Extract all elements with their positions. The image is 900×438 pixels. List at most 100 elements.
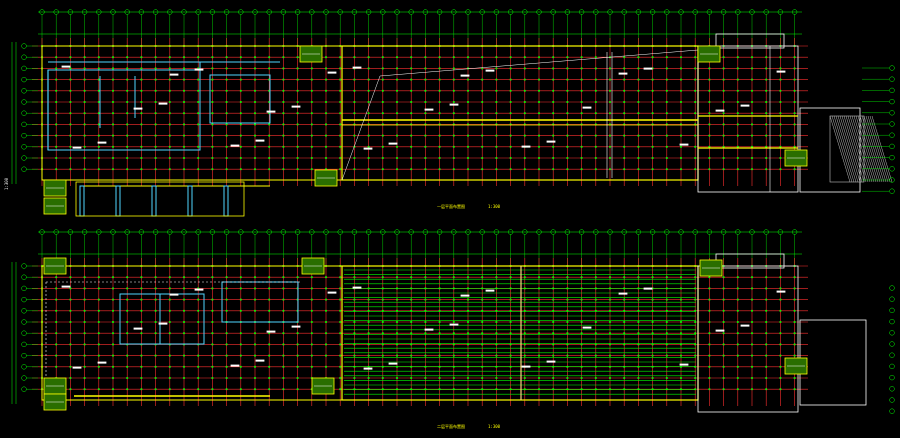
column-dot: [83, 89, 86, 92]
column-dot: [154, 287, 157, 290]
column-dot: [183, 56, 185, 59]
column-dot: [609, 388, 611, 391]
column-dot: [438, 298, 441, 301]
column-dot: [680, 354, 682, 357]
column-dot: [339, 276, 342, 279]
column-dot: [594, 134, 597, 137]
column-dot: [467, 134, 469, 137]
column-dot: [694, 276, 697, 279]
column-dot: [183, 134, 185, 137]
column-dot: [296, 101, 299, 103]
column-dot: [112, 168, 114, 171]
column-dot: [623, 332, 626, 335]
column-dot: [438, 377, 441, 379]
column-dot: [140, 123, 143, 126]
column-dot: [722, 168, 725, 171]
column-dot: [538, 168, 540, 171]
column-dot: [112, 67, 114, 70]
column-dot: [183, 89, 185, 92]
hatch-line: [835, 115, 857, 183]
column-dot: [552, 309, 555, 312]
column-dot: [566, 78, 569, 81]
column-dot: [609, 354, 611, 357]
column-dot: [580, 145, 583, 148]
axis-bubble: [39, 9, 45, 15]
column-dot: [481, 145, 484, 148]
column-dot: [353, 377, 356, 379]
column-dot: [424, 388, 427, 391]
column-dot: [254, 343, 256, 346]
column-dot: [239, 354, 242, 357]
column-dot: [225, 67, 228, 70]
column-dot: [779, 56, 782, 59]
column-dot: [751, 157, 753, 159]
column-dot: [779, 343, 782, 346]
column-dot: [765, 377, 768, 379]
column-dot: [736, 123, 739, 126]
column-dot: [609, 78, 611, 81]
column-dot: [637, 377, 640, 379]
axis-bubble: [67, 9, 74, 15]
column-dot: [239, 134, 242, 137]
axis-bubble-right: [889, 330, 895, 336]
column-dot: [396, 298, 398, 301]
column-dot: [722, 321, 725, 323]
column-dot: [651, 388, 654, 391]
column-dot: [566, 321, 569, 323]
column-dot: [140, 287, 143, 290]
column-dot: [637, 332, 640, 335]
column-dot: [239, 89, 242, 92]
column-dot: [168, 388, 171, 391]
column-dot: [580, 388, 583, 391]
column-dot: [538, 78, 540, 81]
column-dot: [623, 377, 626, 379]
column-dot: [495, 298, 498, 301]
column-dot: [523, 388, 526, 391]
column-dot: [239, 101, 242, 103]
column-dot: [211, 134, 214, 137]
column-dot: [83, 287, 86, 290]
column-dot: [126, 101, 129, 103]
column-dot: [736, 343, 739, 346]
column-dot: [367, 56, 370, 59]
column-dot: [665, 89, 668, 92]
column-dot: [140, 101, 143, 103]
annotation-mark: [266, 110, 276, 113]
column-dot: [268, 332, 271, 335]
column-dot: [708, 134, 711, 137]
column-dot: [708, 365, 711, 368]
axis-bubble: [550, 9, 556, 15]
column-dot: [580, 67, 583, 70]
column-dot: [69, 287, 72, 290]
column-dot: [594, 309, 597, 312]
column-dot: [552, 89, 555, 92]
column-dot: [736, 388, 739, 391]
column-dot: [637, 145, 640, 148]
column-dot: [708, 89, 711, 92]
column-dot: [353, 332, 356, 335]
column-dot: [168, 377, 171, 379]
column-dot: [225, 145, 228, 148]
room-partition: [209, 74, 271, 124]
annotation-mark: [618, 72, 628, 75]
column-dot: [509, 309, 512, 312]
axis-bubble-right: [889, 386, 895, 392]
column-dot: [708, 377, 711, 379]
axis-bubble: [280, 229, 287, 235]
column-dot: [126, 168, 129, 171]
column-dot: [183, 309, 185, 312]
column-dot: [69, 89, 72, 92]
column-dot: [452, 89, 455, 92]
column-dot: [268, 56, 271, 59]
column-dot: [722, 377, 725, 379]
column-dot: [83, 321, 86, 323]
column-dot: [467, 56, 469, 59]
column-dot: [509, 134, 512, 137]
column-dot: [722, 298, 725, 301]
column-dot: [168, 298, 171, 301]
column-dot: [665, 276, 668, 279]
column-dot: [694, 388, 697, 391]
column-dot: [580, 157, 583, 159]
axis-bubble: [664, 229, 670, 235]
